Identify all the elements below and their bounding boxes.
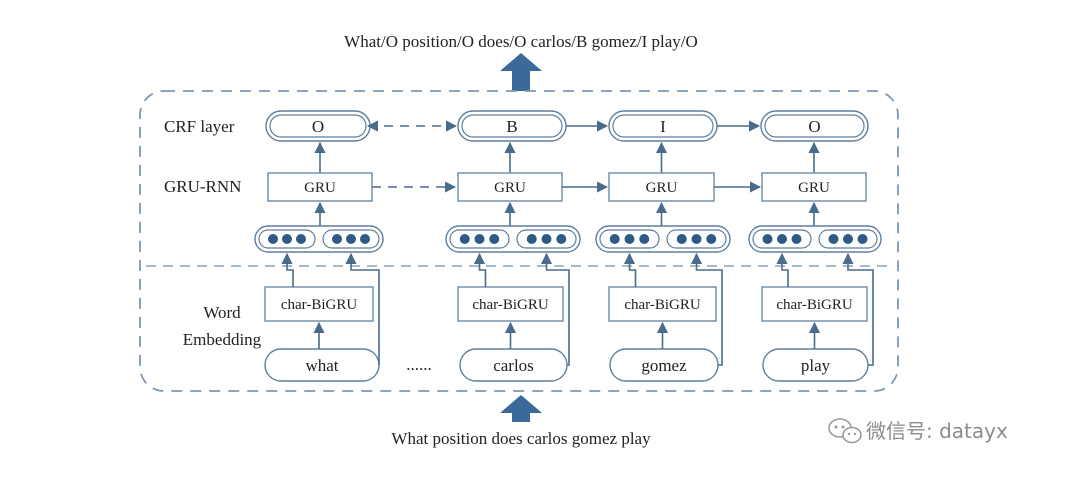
input-arrow-icon xyxy=(500,395,542,422)
vector-unit-dot xyxy=(332,234,342,244)
crf-layer-label: CRF layer xyxy=(164,117,235,136)
crf-tag-label: O xyxy=(312,117,324,136)
vector-unit-dot xyxy=(609,234,620,244)
vector-half xyxy=(818,229,878,249)
vector-unit-dot xyxy=(857,234,868,244)
vector-unit-dot xyxy=(282,234,292,244)
watermark-text: 微信号: datayx xyxy=(866,419,1008,443)
char-bigru-box xyxy=(457,286,564,322)
vector-unit-dot xyxy=(346,234,356,244)
vector-half xyxy=(516,229,577,249)
crf-tag-inner xyxy=(269,114,367,138)
char-bigru-label: char-BiGRU xyxy=(281,297,358,313)
vector-unit-dot xyxy=(474,234,485,244)
vector-half xyxy=(666,229,727,249)
crf-tag-pill xyxy=(760,110,869,142)
vector-half xyxy=(599,229,660,249)
vector-unit-dot xyxy=(777,234,787,244)
gru-box-label: GRU xyxy=(798,180,830,196)
char-to-vector-arrow xyxy=(473,252,487,287)
vector-half xyxy=(752,229,812,249)
vector-unit-dot xyxy=(360,234,370,244)
word-token-label: gomez xyxy=(641,356,687,375)
token-column: O GRU char-BiGRU play xyxy=(748,110,882,382)
crf-tag-label: I xyxy=(660,117,666,136)
char-bigru-label: char-BiGRU xyxy=(624,297,701,313)
token-column: B GRU char-BiGRU carlos xyxy=(445,110,581,382)
embedding-vector xyxy=(595,225,731,253)
vector-unit-dot xyxy=(843,234,853,244)
vector-unit-dot xyxy=(296,234,306,244)
token-columns: O GRU char-BiGRU what B GRU char-BiGRU carlos I G… xyxy=(254,110,882,382)
char-bigru-box xyxy=(264,286,374,322)
vector-unit-dot xyxy=(828,234,839,244)
gru-box xyxy=(761,172,867,202)
char-bigru-box xyxy=(761,286,868,322)
vector-unit-dot xyxy=(459,234,470,244)
token-column: I GRU char-BiGRU gomez xyxy=(595,110,731,382)
wechat-icon xyxy=(828,418,862,444)
char-to-vector-arrow xyxy=(281,252,294,287)
vector-unit-dot xyxy=(556,234,567,244)
word-embedding-skip-arrow xyxy=(690,252,723,366)
vector-unit-dot xyxy=(526,234,537,244)
vector-unit-dot xyxy=(541,234,552,244)
vector-unit-dot xyxy=(706,234,717,244)
vector-unit-dot xyxy=(489,234,500,244)
char-bigru-label: char-BiGRU xyxy=(472,297,549,313)
word-token-label: what xyxy=(305,356,338,375)
char-to-vector-arrow xyxy=(623,252,637,287)
word-embedding-label-line1: Word xyxy=(203,303,241,322)
vector-unit-dot xyxy=(691,234,702,244)
gru-box-label: GRU xyxy=(304,180,336,196)
input-sentence: What position does carlos gomez play xyxy=(391,429,651,448)
vector-unit-dot xyxy=(639,234,650,244)
crf-tag-inner xyxy=(764,114,865,138)
word-embedding-label-line2: Embedding xyxy=(183,330,262,349)
char-bigru-label: char-BiGRU xyxy=(776,297,853,313)
vector-unit-dot xyxy=(676,234,687,244)
embedding-vector xyxy=(748,225,882,253)
embedding-vector xyxy=(445,225,581,253)
word-token-label: play xyxy=(801,356,831,375)
vector-half xyxy=(449,229,510,249)
ellipsis: ...... xyxy=(406,355,432,374)
char-bigru-box xyxy=(608,286,717,322)
word-embedding-skip-arrow xyxy=(540,252,570,366)
token-column: O GRU char-BiGRU what xyxy=(254,110,384,382)
vector-unit-dot xyxy=(268,234,278,244)
output-arrow-icon xyxy=(500,53,542,91)
crf-tag-label: B xyxy=(506,117,517,136)
output-sentence: What/O position/O does/O carlos/B gomez/… xyxy=(344,32,698,51)
gru-box-label: GRU xyxy=(646,180,678,196)
vector-unit-dot xyxy=(791,234,802,244)
gru-box xyxy=(457,172,563,202)
crf-tag-label: O xyxy=(808,117,820,136)
model-frame xyxy=(139,90,899,392)
vector-unit-dot xyxy=(624,234,635,244)
vector-half xyxy=(322,229,380,249)
word-embedding-skip-arrow xyxy=(345,252,380,365)
word-token-label: carlos xyxy=(493,356,534,375)
gru-rnn-label: GRU-RNN xyxy=(164,177,241,196)
crf-tag-inner xyxy=(612,114,714,138)
vector-unit-dot xyxy=(762,234,773,244)
vector-half xyxy=(258,229,316,249)
embedding-vector xyxy=(254,225,384,253)
crf-tag-inner xyxy=(461,114,563,138)
word-embedding-skip-arrow xyxy=(842,252,874,366)
char-to-vector-arrow xyxy=(776,252,789,287)
gru-box-label: GRU xyxy=(494,180,526,196)
